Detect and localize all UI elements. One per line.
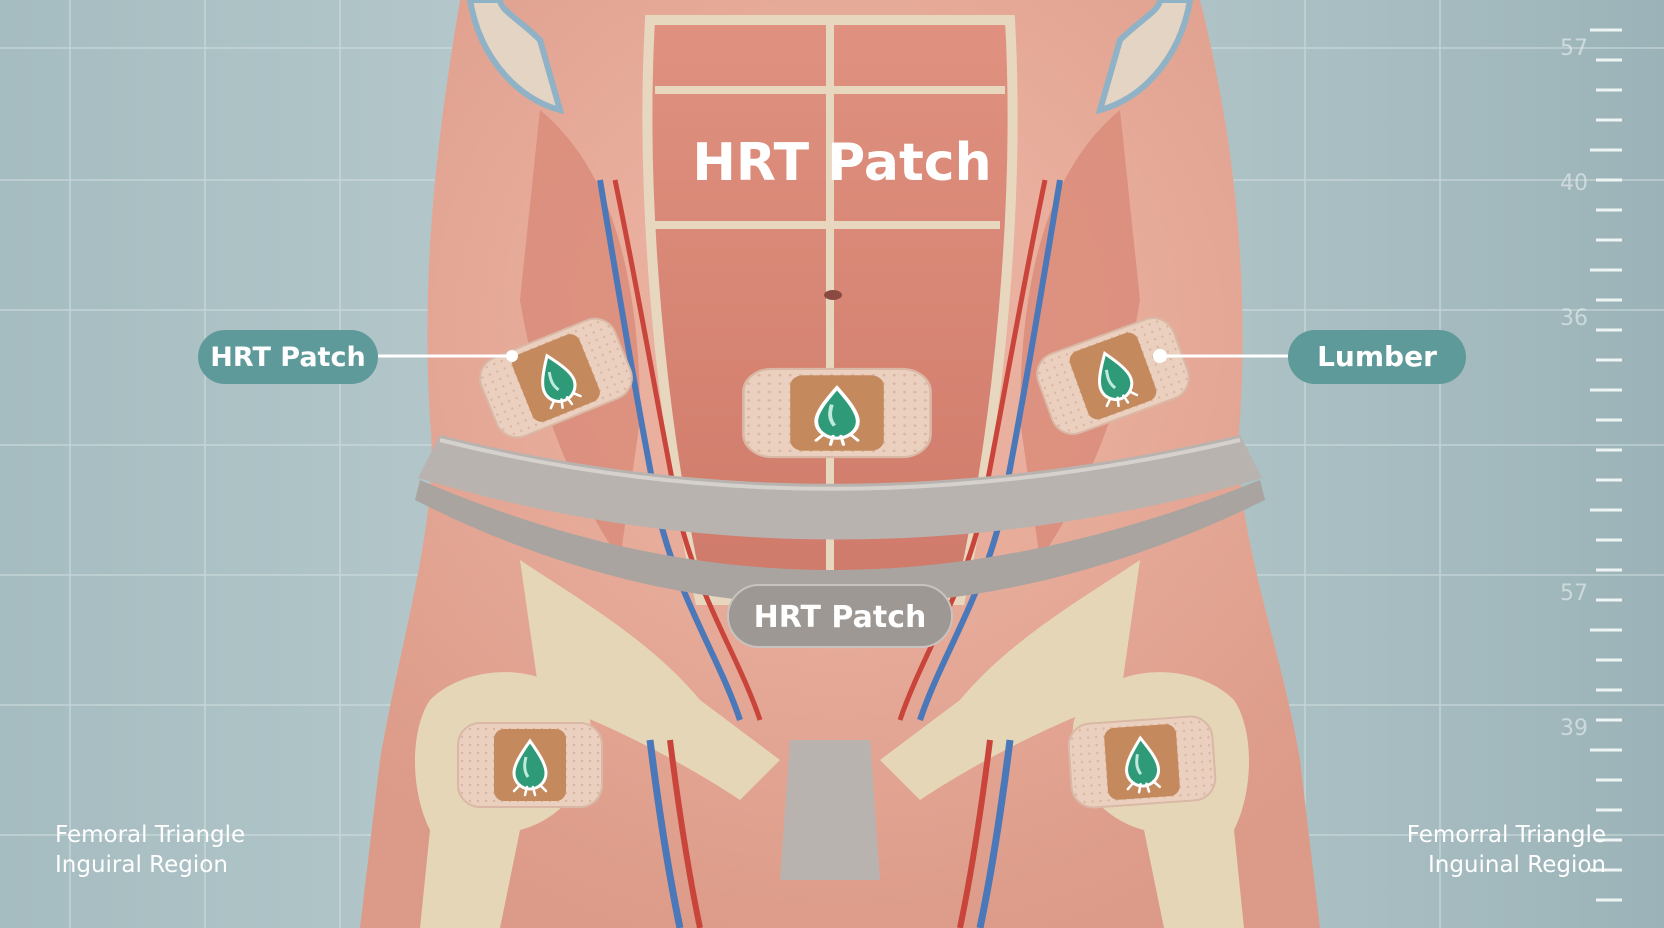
ruler-mark: 36 [1560,306,1588,331]
navel [824,290,842,300]
patch-left-lower [456,721,604,809]
ruler: 57 40 36 57 39 [1560,28,1622,902]
ruler-mark: 39 [1560,716,1588,741]
droplet-icon [456,721,604,809]
page-title: HRT Patch [692,133,991,193]
caption-right-line2: Inguinal Region [1428,852,1606,878]
ruler-mark: 40 [1560,171,1588,196]
ruler-mark: 57 [1560,36,1588,61]
caption-left-line1: Femoral Triangle [55,822,245,848]
belt-highlight [439,438,1241,491]
droplet-icon [1065,713,1219,811]
caption-left-line2: Inguiral Region [55,852,228,878]
belt-label-text: HRT Patch [754,600,927,635]
left-label-text: HRT Patch [210,342,365,373]
droplet-icon [741,366,933,460]
left-leader-dot [506,350,518,362]
belt-label-pill [727,584,953,648]
patch-center [741,366,933,460]
right-leader-dot [1153,349,1167,363]
caption-right-line1: Femorral Triangle [1407,822,1606,848]
left-label-pill [198,330,378,384]
right-label-pill [1288,330,1466,384]
belt-lower [415,480,1265,605]
patch-right-lower [1065,713,1219,811]
right-label-text: Lumber [1317,340,1437,373]
ruler-mark: 57 [1560,581,1588,606]
